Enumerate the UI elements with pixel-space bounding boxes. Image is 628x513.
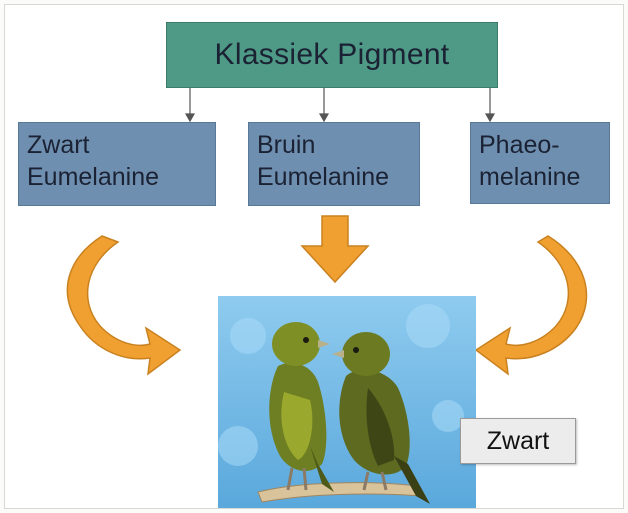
down-arrow-icon bbox=[302, 216, 368, 282]
zwart-label: Zwart bbox=[487, 427, 550, 456]
zwart-label-box: Zwart bbox=[460, 418, 576, 464]
curved-arrow-right-icon bbox=[476, 236, 587, 374]
connector-lines bbox=[186, 88, 494, 121]
curved-arrow-left-icon bbox=[67, 236, 180, 374]
canary-photo bbox=[218, 296, 476, 508]
canary-illustration bbox=[218, 296, 476, 508]
